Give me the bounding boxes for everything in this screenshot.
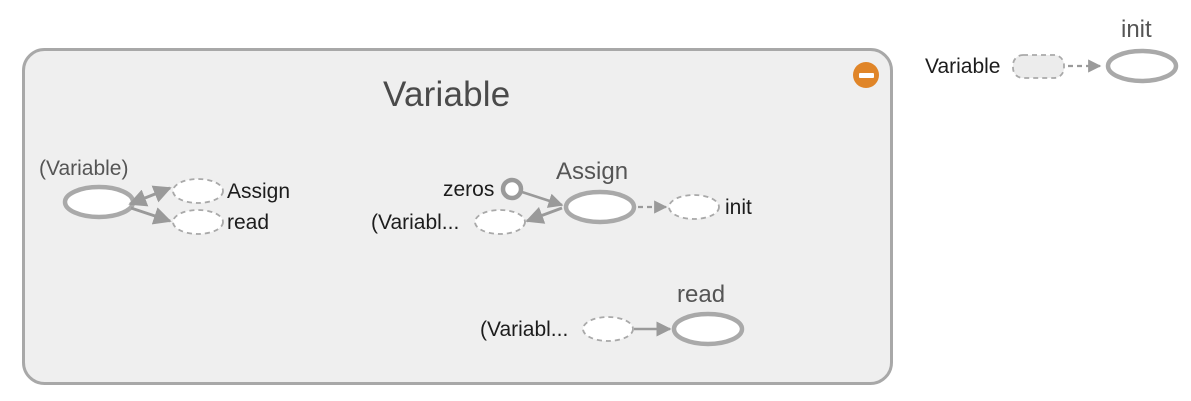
edge-variable-assign (128, 185, 172, 207)
node-assign-ref[interactable] (172, 178, 224, 204)
node-read-ref[interactable] (172, 209, 224, 235)
label-read-ref: read (227, 211, 270, 234)
node-variable-source[interactable] (62, 184, 136, 220)
label-variable-ref-external: Variable (925, 55, 1001, 78)
label-read-op-title: read (677, 281, 726, 308)
label-zeros: zeros (443, 178, 495, 201)
label-init-ref: init (725, 196, 752, 219)
node-variable-ref-mid[interactable] (474, 209, 526, 235)
node-zeros-port[interactable] (500, 177, 524, 201)
label-variable-ref-bottom: (Variabl... (480, 318, 569, 341)
label-variable-ref-mid: (Variabl... (371, 211, 460, 234)
node-variable-ref-bottom[interactable] (582, 316, 634, 342)
edge-assign-variable-ref (525, 206, 563, 224)
label-assign-ref: Assign (227, 180, 291, 203)
node-init-ref[interactable] (668, 194, 720, 220)
node-variable-ref-external[interactable] (1012, 54, 1065, 79)
minus-icon (858, 72, 874, 78)
node-assign-op[interactable] (563, 189, 637, 225)
edge-zeros-assign (521, 190, 564, 208)
node-read-op[interactable] (671, 311, 745, 347)
label-init-op-title: init (1121, 16, 1152, 43)
label-variable-source: (Variable) (39, 157, 129, 180)
node-init-op[interactable] (1105, 48, 1179, 84)
label-assign-op-title: Assign (556, 158, 629, 185)
group-title: Variable (383, 75, 511, 114)
edge-variable-read (130, 206, 172, 225)
collapse-toggle-button[interactable] (853, 62, 879, 88)
group-container-variable[interactable] (22, 48, 893, 385)
